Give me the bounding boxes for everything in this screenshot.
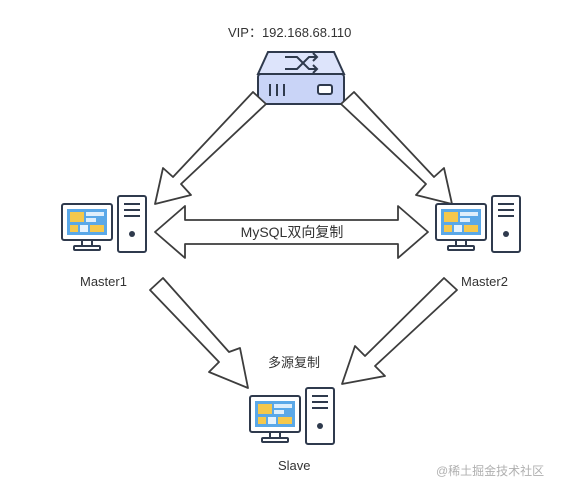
- bidirectional-label: MySQL双向复制: [241, 224, 344, 240]
- watermark: @稀土掘金技术社区: [436, 464, 545, 478]
- arrow-vip-to-master1: [154, 91, 267, 205]
- vip-label: VIP：192.168.68.110: [228, 25, 352, 40]
- network-switch-icon: [256, 51, 346, 105]
- master1-computer-icon: [61, 195, 147, 253]
- slave-label: Slave: [278, 458, 311, 473]
- master1-label: Master1: [80, 274, 127, 289]
- arrow-vip-to-master2: [340, 91, 453, 205]
- master2-label: Master2: [461, 274, 508, 289]
- master2-computer-icon: [435, 195, 521, 253]
- arrow-master1-to-slave: [149, 277, 249, 389]
- multi-source-label: 多源复制: [268, 355, 321, 370]
- arrow-bidirectional: [154, 205, 429, 259]
- slave-computer-icon: [249, 387, 335, 445]
- arrow-master2-to-slave: [341, 277, 458, 385]
